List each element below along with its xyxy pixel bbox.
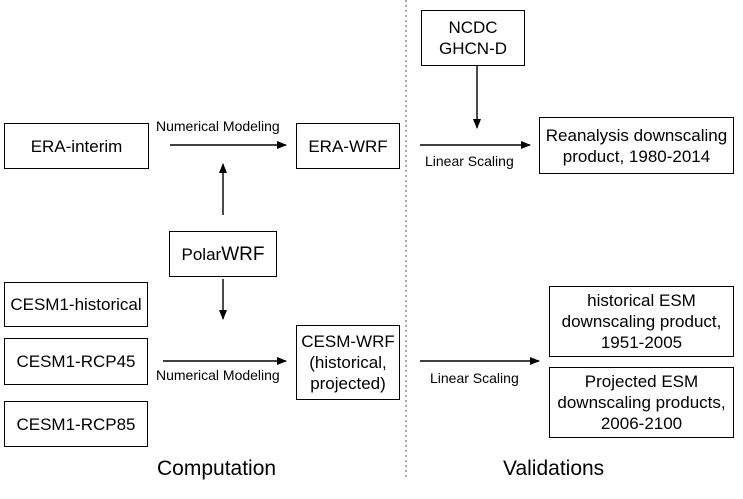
node-cesm-wrf-line-2: (historical, bbox=[309, 353, 387, 372]
node-projected-esm-lines: Projected ESM downscaling products, 2006… bbox=[557, 371, 725, 434]
node-polarwrf-suffix: WRF bbox=[221, 243, 265, 265]
node-polarwrf: PolarWRF bbox=[169, 231, 277, 277]
node-reanalysis-product: Reanalysis downscaling product, 1980-201… bbox=[539, 117, 734, 174]
node-historical-esm-product: historical ESM downscaling product, 1951… bbox=[549, 286, 734, 357]
node-ncdc-lines: NCDC GHCN-D bbox=[439, 17, 507, 59]
node-projected-esm-line-3: 2006-2100 bbox=[600, 414, 683, 433]
node-cesm1-rcp45-label: CESM1-RCP45 bbox=[16, 352, 136, 371]
node-projected-esm-line-1: Projected ESM bbox=[584, 372, 699, 391]
section-label-validations: Validations bbox=[503, 457, 605, 480]
node-historical-esm-line-3: 1951-2005 bbox=[600, 333, 683, 352]
node-cesm1-rcp85-label: CESM1-RCP85 bbox=[16, 414, 136, 434]
node-historical-esm-lines: historical ESM downscaling product, 1951… bbox=[562, 290, 722, 353]
edge-label-top-modeling: Numerical Modeling bbox=[156, 118, 280, 134]
node-ncdc-ghcnd: NCDC GHCN-D bbox=[421, 10, 525, 66]
node-cesm1-historical-label: CESM1-historical bbox=[10, 295, 142, 314]
node-era-interim: ERA-interim bbox=[4, 123, 149, 169]
node-cesm1-rcp45: CESM1-RCP45 bbox=[4, 338, 148, 385]
node-era-wrf: ERA-WRF bbox=[296, 123, 400, 169]
node-cesm-wrf-line-1: CESM-WRF bbox=[301, 332, 395, 351]
node-era-wrf-label: ERA-WRF bbox=[308, 136, 388, 156]
node-historical-esm-line-2: downscaling product, bbox=[561, 312, 722, 331]
node-projected-esm-line-2: downscaling products, bbox=[557, 393, 726, 412]
node-cesm-wrf-line-3: projected) bbox=[310, 374, 386, 393]
node-projected-esm-product: Projected ESM downscaling products, 2006… bbox=[549, 367, 734, 438]
edge-label-bottom-scaling: Linear Scaling bbox=[430, 370, 519, 386]
node-era-interim-label: ERA-interim bbox=[30, 136, 123, 156]
node-polarwrf-prefix: Polar bbox=[181, 244, 222, 264]
node-reanalysis-line-1: Reanalysis downscaling bbox=[545, 125, 728, 145]
node-polarwrf-label: PolarWRF bbox=[182, 244, 265, 265]
node-cesm-wrf-lines: CESM-WRF (historical, projected) bbox=[301, 331, 394, 394]
node-historical-esm-line-1: historical ESM bbox=[587, 291, 696, 310]
node-reanalysis-lines: Reanalysis downscaling product, 1980-201… bbox=[546, 125, 727, 167]
section-label-computation: Computation bbox=[157, 457, 277, 480]
node-cesm1-rcp85: CESM1-RCP85 bbox=[4, 401, 148, 447]
node-cesm1-historical: CESM1-historical bbox=[4, 282, 148, 327]
edge-label-bottom-modeling: Numerical Modeling bbox=[156, 367, 280, 383]
node-reanalysis-line-2: product, 1980-2014 bbox=[562, 146, 711, 166]
node-cesm-wrf: CESM-WRF (historical, projected) bbox=[296, 325, 400, 400]
node-ncdc-line-1: NCDC bbox=[448, 18, 498, 37]
edge-label-top-scaling: Linear Scaling bbox=[425, 153, 514, 169]
node-ncdc-line-2: GHCN-D bbox=[439, 39, 507, 58]
